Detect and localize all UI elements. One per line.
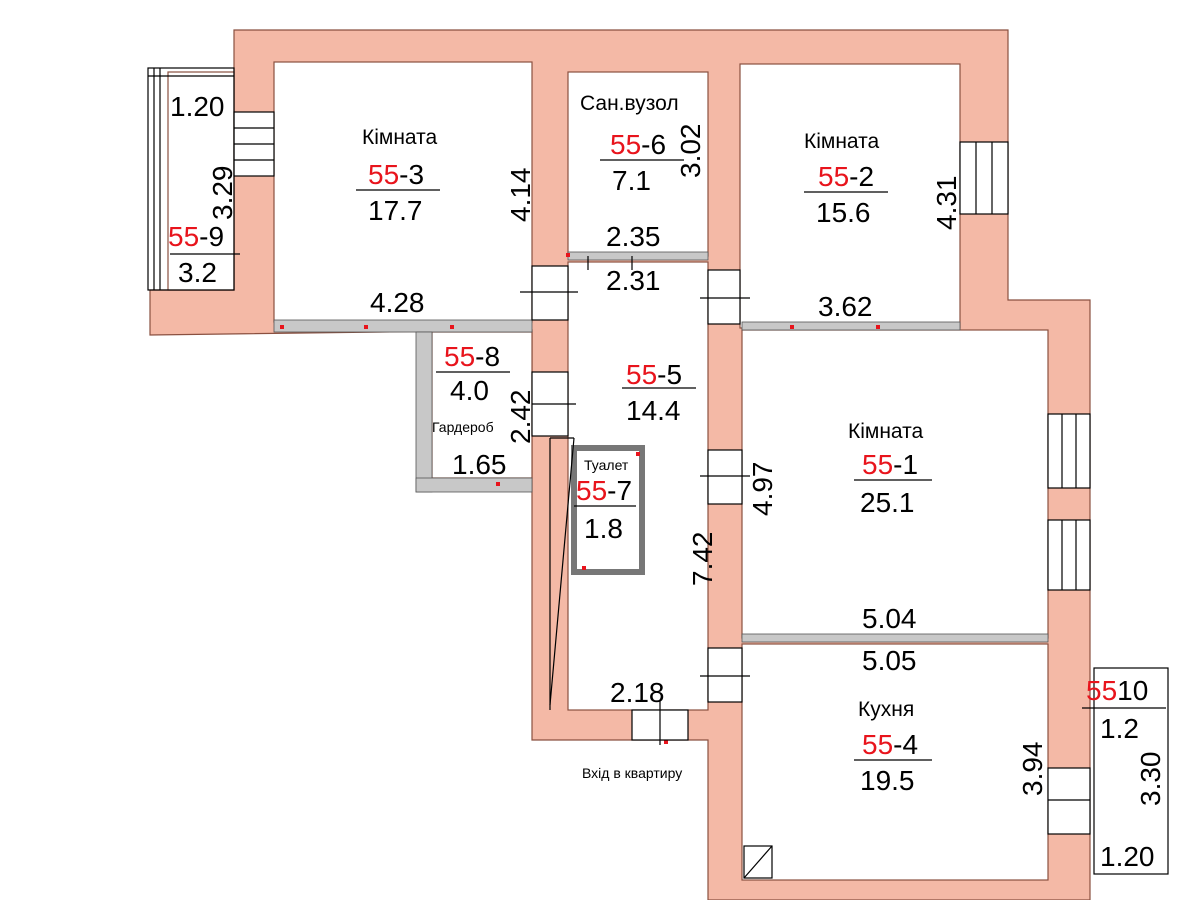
dim-5-04: 5.04 bbox=[862, 603, 917, 634]
room-number-55-9: 55-9 bbox=[168, 221, 224, 252]
room-suffix: -6 bbox=[641, 129, 666, 160]
dim-4-28: 4.28 bbox=[370, 287, 425, 318]
room-prefix: 55 bbox=[818, 161, 849, 192]
room-label-55-1: Кімната bbox=[848, 420, 924, 443]
floor-room-1 bbox=[741, 329, 1049, 639]
dim-7-42: 7.42 bbox=[687, 532, 718, 587]
partition-marks bbox=[280, 253, 880, 744]
room-suffix: 10 bbox=[1117, 675, 1148, 706]
room-area-55-10: 1.2 bbox=[1100, 713, 1139, 744]
room-floors bbox=[167, 61, 1049, 881]
room-area-55-3: 17.7 bbox=[368, 195, 423, 226]
left-balcony-rail bbox=[147, 67, 235, 291]
room-area-55-6: 7.1 bbox=[612, 165, 651, 196]
room-suffix: -5 bbox=[657, 359, 682, 390]
room-prefix: 55 bbox=[168, 221, 199, 252]
room-suffix: -9 bbox=[199, 221, 224, 252]
dim-3-02: 3.02 bbox=[675, 124, 706, 179]
room-label-55-3: Кімната bbox=[362, 126, 438, 149]
room-number-55-7: 55-7 bbox=[576, 475, 632, 506]
balcony-box-55-10 bbox=[1093, 667, 1169, 875]
entrance-label: Вхід в квартиру bbox=[582, 765, 682, 781]
room-number-55-3: 55-3 bbox=[368, 159, 424, 190]
room-prefix: 55 bbox=[626, 359, 657, 390]
dim-3-94: 3.94 bbox=[1017, 742, 1048, 797]
dim-1-65: 1.65 bbox=[452, 449, 507, 480]
door-room-1 bbox=[707, 449, 743, 505]
corridor-stair-lines bbox=[549, 437, 575, 710]
floor-room-2 bbox=[739, 63, 961, 329]
room-prefix: 55 bbox=[576, 475, 607, 506]
floor-room-4 bbox=[741, 643, 1049, 881]
dim-2-18: 2.18 bbox=[610, 677, 665, 708]
door-room-3 bbox=[531, 265, 569, 321]
label-underlines bbox=[170, 159, 932, 761]
floor-room-6 bbox=[567, 71, 709, 257]
room-area-55-8: 4.0 bbox=[450, 375, 489, 406]
room-number-55-10: 5510 bbox=[1086, 675, 1148, 706]
doors bbox=[520, 256, 750, 745]
room-area-55-1: 25.1 bbox=[860, 487, 915, 518]
room-suffix: -3 bbox=[399, 159, 424, 190]
dim-4-97: 4.97 bbox=[747, 462, 778, 517]
room-prefix: 55 bbox=[610, 129, 641, 160]
dim-1-20-bottom: 1.20 bbox=[1100, 841, 1155, 872]
dim-4-14: 4.14 bbox=[505, 168, 536, 223]
window-room-1-bottom bbox=[1047, 519, 1091, 591]
dim-3-30: 3.30 bbox=[1135, 752, 1166, 807]
room-number-55-5: 55-5 bbox=[626, 359, 682, 390]
window-room-2 bbox=[959, 141, 1009, 215]
room-number-55-1: 55-1 bbox=[862, 449, 918, 480]
dim-3-62: 3.62 bbox=[818, 291, 873, 322]
room-prefix: 55 bbox=[444, 341, 475, 372]
dim-2-35: 2.35 bbox=[606, 221, 661, 252]
room-suffix: -1 bbox=[893, 449, 918, 480]
floor-room-8 bbox=[431, 331, 533, 479]
dim-2-42: 2.42 bbox=[505, 390, 536, 445]
room-suffix: -8 bbox=[475, 341, 500, 372]
room-label-55-6: Сан.вузол bbox=[580, 92, 679, 115]
room-suffix: -4 bbox=[893, 729, 918, 760]
outside-area bbox=[0, 338, 416, 900]
room-prefix: 55 bbox=[862, 729, 893, 760]
room-number-55-8: 55-8 bbox=[444, 341, 500, 372]
room-area-55-7: 1.8 bbox=[584, 513, 623, 544]
room-suffix: -7 bbox=[607, 475, 632, 506]
dim-3-29: 3.29 bbox=[207, 166, 238, 221]
dim-4-31: 4.31 bbox=[931, 176, 962, 231]
room-suffix: -2 bbox=[849, 161, 874, 192]
room-number-55-6: 55-6 bbox=[610, 129, 666, 160]
dim-2-31: 2.31 bbox=[606, 265, 661, 296]
window-room-1-top bbox=[1047, 413, 1091, 489]
door-room-4 bbox=[707, 647, 743, 703]
windows bbox=[233, 111, 1091, 835]
floor-room-3 bbox=[273, 61, 533, 323]
room-prefix: 55 bbox=[368, 159, 399, 190]
room-area-55-4: 19.5 bbox=[860, 765, 915, 796]
room-label-55-2: Кімната bbox=[804, 130, 880, 153]
room-number-55-2: 55-2 bbox=[818, 161, 874, 192]
kitchen-corner-mark bbox=[743, 845, 773, 879]
room-area-55-9: 3.2 bbox=[178, 257, 217, 288]
dim-5-05: 5.05 bbox=[862, 645, 917, 676]
room-area-55-5: 14.4 bbox=[626, 395, 681, 426]
room-label-55-4: Кухня bbox=[858, 698, 914, 721]
room-area-55-2: 15.6 bbox=[816, 197, 871, 228]
partitions bbox=[273, 251, 1049, 643]
room-label-55-8: Гардероб bbox=[432, 419, 494, 435]
room-number-55-4: 55-4 bbox=[862, 729, 918, 760]
dim-1-20-top: 1.20 bbox=[170, 91, 225, 122]
door-room-2 bbox=[707, 269, 741, 325]
room-prefix: 55 bbox=[862, 449, 893, 480]
room-label-55-7: Туалет bbox=[584, 457, 629, 473]
window-kitchen bbox=[1047, 767, 1091, 835]
room-prefix: 55 bbox=[1086, 675, 1117, 706]
